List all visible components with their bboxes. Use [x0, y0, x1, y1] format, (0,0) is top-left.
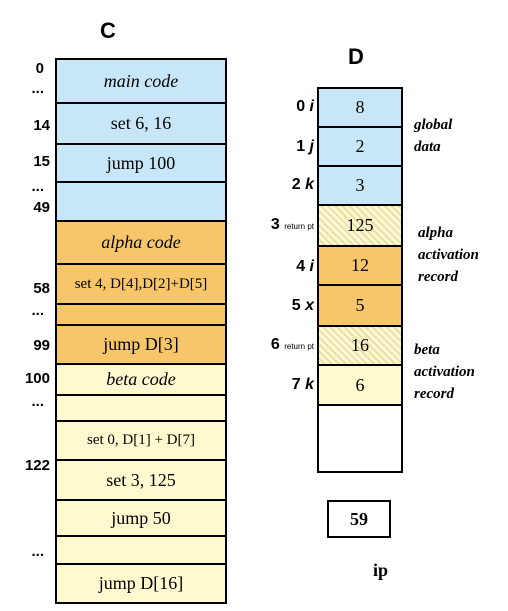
code-address-label: ...	[31, 543, 44, 560]
data-row-label: 0 i	[252, 98, 314, 116]
data-row-label: 7 k	[252, 376, 314, 394]
code-address-label: 15	[33, 153, 50, 170]
code-cell	[55, 535, 227, 565]
code-cell: set 0, D[1] + D[7]	[55, 420, 227, 461]
data-row-label: 5 x	[252, 297, 314, 315]
data-cell: 12	[317, 245, 403, 286]
data-row-var: i	[309, 258, 314, 275]
code-address-label: ...	[31, 393, 44, 410]
data-row-index: 7	[291, 376, 301, 393]
code-address-label: ...	[31, 178, 44, 195]
code-address-label: 49	[33, 199, 50, 216]
code-cell-main: main code	[55, 58, 227, 104]
code-cell: jump 100	[55, 143, 227, 183]
data-row-var: x	[305, 297, 314, 314]
code-cell: set 6, 16	[55, 102, 227, 145]
data-row-index: 5	[291, 297, 301, 314]
code-cell-beta: beta code	[55, 363, 227, 396]
code-cell: jump 50	[55, 499, 227, 537]
data-row-var: i	[309, 98, 314, 115]
code-address-label: 0	[35, 60, 44, 77]
data-cell: 3	[317, 165, 403, 206]
code-cell: jump D[16]	[55, 563, 227, 604]
code-cell	[55, 394, 227, 422]
data-row-index: 0	[296, 98, 306, 115]
code-cell: set 3, 125	[55, 459, 227, 501]
code-address-label: 58	[33, 280, 50, 297]
code-address-label: ...	[31, 302, 44, 319]
data-row-var: j	[309, 138, 314, 155]
data-cell-return-pt: 16	[317, 325, 403, 366]
data-cell-return-pt: 125	[317, 204, 403, 247]
ip-value-box: 59	[327, 500, 391, 538]
data-row-label: 2 k	[252, 176, 314, 194]
data-column-title: D	[348, 44, 364, 69]
alpha-record-annotation: alpha activation record	[418, 225, 479, 285]
code-address-label: 14	[33, 117, 50, 134]
ip-label: ip	[373, 560, 389, 580]
data-row-var: return pt	[284, 222, 314, 231]
data-row-var: k	[305, 376, 314, 393]
data-row-index: 2	[291, 176, 301, 193]
code-cell: jump D[3]	[55, 324, 227, 365]
data-row-index: 1	[296, 138, 306, 155]
code-address-label: 99	[33, 337, 50, 354]
code-cell: set 4, D[4],D[2]+D[5]	[55, 263, 227, 305]
data-row-index: 6	[270, 336, 280, 353]
data-row-label: 4 i	[252, 258, 314, 276]
beta-record-annotation: beta activation record	[414, 342, 475, 402]
data-row-label: 3 return pt	[252, 216, 314, 234]
data-cell: 6	[317, 364, 403, 406]
data-cell: 8	[317, 87, 403, 128]
data-row-label: 1 j	[252, 138, 314, 156]
data-row-index: 4	[296, 258, 306, 275]
data-row-label: 6 return pt	[252, 336, 314, 354]
data-row-var: return pt	[284, 342, 314, 351]
code-cell	[55, 181, 227, 222]
code-address-label: 122	[24, 457, 50, 474]
data-row-var: k	[305, 176, 314, 193]
data-cell: 5	[317, 284, 403, 327]
code-address-label: ...	[31, 80, 44, 97]
code-column-title: C	[100, 18, 116, 43]
global-data-annotation: global data	[414, 117, 453, 155]
data-cell: 2	[317, 126, 403, 167]
data-row-index: 3	[270, 216, 280, 233]
code-cell-alpha: alpha code	[55, 220, 227, 265]
code-cell	[55, 303, 227, 326]
data-cell-empty	[317, 404, 403, 473]
code-address-label: 100	[24, 370, 50, 387]
